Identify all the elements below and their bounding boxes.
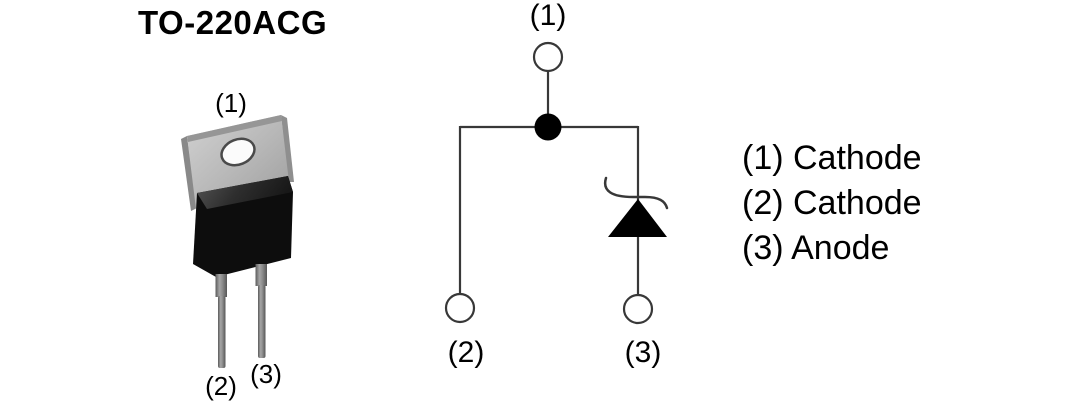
package-title: TO-220ACG xyxy=(138,4,328,41)
pin1-terminal-circle xyxy=(532,41,564,73)
mounting-hole xyxy=(220,137,256,167)
legend-line-1: (1) Cathode xyxy=(742,139,922,177)
legend-line-2: (2) Cathode xyxy=(742,184,922,222)
package-lead-2 xyxy=(215,274,227,368)
junction-dot xyxy=(534,113,562,141)
schematic-pin3-label: (3) xyxy=(624,336,662,369)
tvs-diode-icon xyxy=(603,176,669,237)
package-pin3-label: (3) xyxy=(250,359,282,389)
package-tab-top-edge xyxy=(187,115,282,142)
lead3-shoulder xyxy=(255,264,267,286)
to220-package-illustration xyxy=(181,115,294,368)
lead3-pin xyxy=(258,285,266,358)
schematic-pin2-label: (2) xyxy=(447,336,485,369)
package-pin1-label: (1) xyxy=(215,88,247,118)
diode-triangle xyxy=(608,199,667,237)
lead2-shoulder xyxy=(215,274,227,297)
legend-line-3: (3) Anode xyxy=(742,229,890,267)
schematic-pin1-label: (1) xyxy=(529,0,567,32)
connection-schematic xyxy=(444,41,669,325)
diode-cathode-curve xyxy=(603,176,669,210)
package-pin2-label: (2) xyxy=(205,371,237,401)
package-lead-3 xyxy=(255,264,267,358)
lead2-pin xyxy=(218,296,226,368)
package-body-top-face xyxy=(197,176,293,209)
pin3-terminal-circle xyxy=(622,293,654,325)
pin-legend: (1) Cathode (2) Cathode (3) Anode xyxy=(742,136,922,271)
pin2-terminal-circle xyxy=(444,292,476,324)
package-tab-left-edge xyxy=(181,136,197,211)
package-tab-right-edge xyxy=(281,115,294,182)
